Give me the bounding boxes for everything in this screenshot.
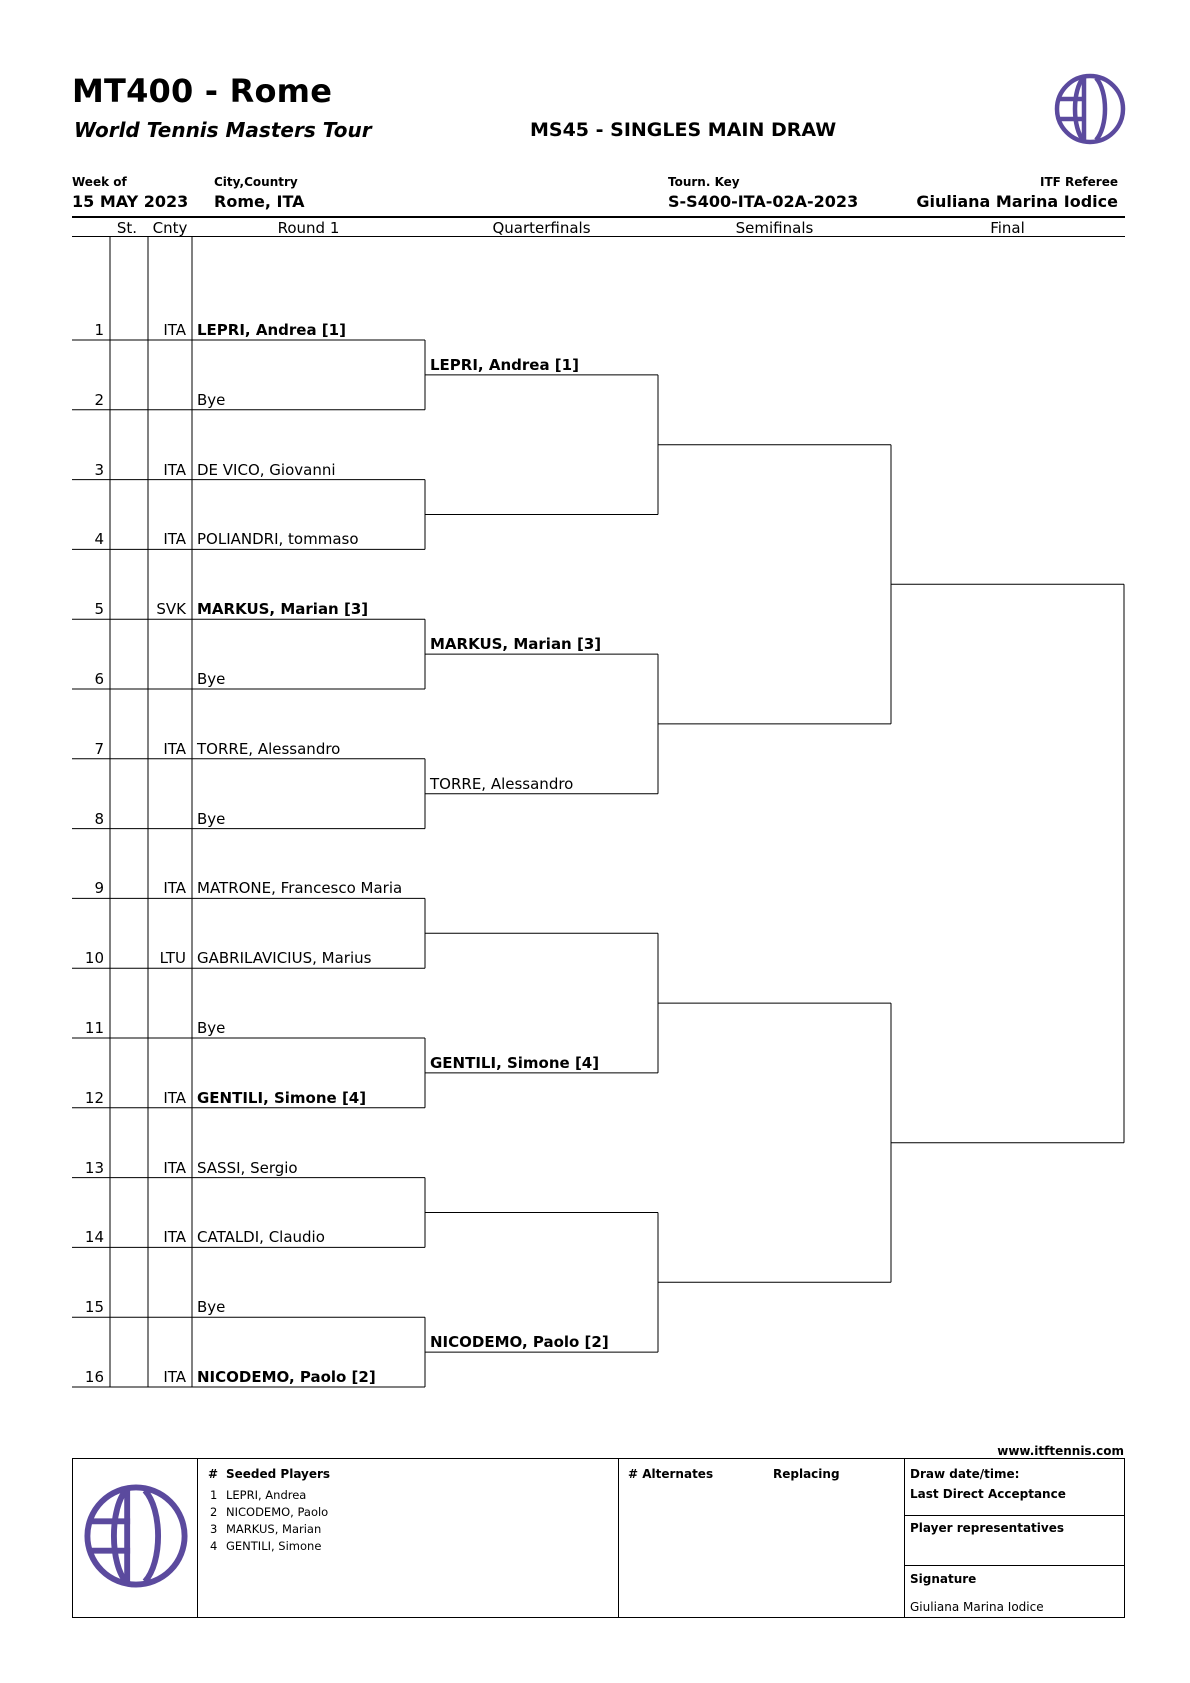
col-cnty: Cnty (152, 219, 188, 237)
entry-country: ITA (163, 321, 186, 339)
entry-country: ITA (163, 1158, 186, 1177)
seeded-number: 2 (210, 1505, 218, 1519)
entry-player-name: MATRONE, Francesco Maria (197, 879, 403, 898)
quarterfinal-player-name: GENTILI, Simone [4] (430, 1053, 600, 1072)
tour-subtitle: World Tennis Masters Tour (74, 118, 372, 142)
entry-country: ITA (163, 1228, 186, 1247)
itf-logo-icon (1054, 73, 1126, 145)
entry-player-name: TORRE, Alessandro (197, 739, 341, 758)
footer-divider-3 (904, 1459, 905, 1617)
header-rule (72, 216, 1125, 218)
entry-number: 11 (84, 1019, 104, 1037)
entry-player-name: CATALDI, Claudio (197, 1228, 325, 1247)
footer-box: # Seeded Players 1 LEPRI, Andrea 2 NICODEMO… (72, 1458, 1125, 1618)
col-semifinals: Semifinals (735, 219, 814, 237)
entry-player-name: GENTILI, Simone [4] (197, 1088, 367, 1107)
entry-country: SVK (156, 600, 186, 619)
seeded-number: 3 (210, 1522, 218, 1536)
referee-label: ITF Referee (1040, 175, 1118, 189)
seeded-title: Seeded Players (226, 1467, 331, 1481)
entry-country: ITA (163, 1368, 186, 1386)
entry-player-name: LEPRI, Andrea [1] (197, 321, 346, 339)
last-da-label: Last Direct Acceptance (910, 1487, 1066, 1501)
entry-number: 6 (94, 670, 104, 688)
seeded-player-name: NICODEMO, Paolo (226, 1505, 329, 1519)
referee-value: Giuliana Marina Iodice (916, 192, 1118, 211)
entry-number: 1 (94, 321, 104, 339)
entry-number: 14 (84, 1228, 104, 1247)
footer-divider-2 (618, 1459, 619, 1617)
seeded-number: 1 (210, 1488, 218, 1502)
entry-number: 2 (94, 390, 104, 409)
entry-player-name: Bye (197, 390, 226, 409)
tourn-key-value: S-S400-ITA-02A-2023 (668, 192, 859, 211)
page-title: MT400 - Rome (72, 72, 333, 110)
column-header-rule (72, 236, 1125, 237)
entry-number: 8 (94, 809, 104, 828)
entry-number: 10 (84, 949, 104, 968)
quarterfinal-player-name: NICODEMO, Paolo [2] (430, 1333, 609, 1352)
entry-number: 9 (94, 879, 104, 898)
footer-rule-b (904, 1565, 1124, 1566)
entry-player-name: POLIANDRI, tommaso (197, 530, 359, 549)
entry-country: ITA (163, 460, 186, 479)
entry-number: 5 (94, 600, 104, 619)
col-quarterfinals: Quarterfinals (492, 219, 591, 237)
entry-number: 12 (84, 1088, 104, 1107)
seeded-player-name: GENTILI, Simone (226, 1539, 322, 1553)
col-st: St. (116, 219, 138, 237)
entry-number: 13 (84, 1158, 104, 1177)
player-reps-label: Player representatives (910, 1521, 1065, 1535)
alternates-title: # Alternates (628, 1467, 714, 1481)
col-final: Final (990, 219, 1025, 237)
tourn-key-label: Tourn. Key (668, 175, 740, 189)
itf-url: www.itftennis.com (997, 1444, 1124, 1458)
week-value: 15 MAY 2023 (72, 192, 189, 211)
entry-player-name: Bye (197, 1019, 226, 1037)
seeded-player-name: LEPRI, Andrea (226, 1488, 307, 1502)
seeded-player-name: MARKUS, Marian (226, 1522, 322, 1536)
city-value: Rome, ITA (214, 192, 305, 211)
entry-player-name: SASSI, Sergio (197, 1158, 298, 1177)
entry-player-name: NICODEMO, Paolo [2] (197, 1368, 376, 1386)
draw-date-label: Draw date/time: (910, 1467, 1020, 1481)
entry-country: ITA (163, 739, 186, 758)
entry-number: 7 (94, 739, 104, 758)
entry-number: 15 (84, 1298, 104, 1317)
entry-player-name: Bye (197, 670, 226, 688)
quarterfinal-player-name: MARKUS, Marian [3] (430, 635, 602, 654)
quarterfinal-player-name: LEPRI, Andrea [1] (430, 355, 579, 374)
week-label: Week of (72, 175, 127, 189)
entry-number: 3 (94, 460, 104, 479)
footer-divider-1 (197, 1459, 198, 1617)
draw-title: MS45 - SINGLES MAIN DRAW (530, 119, 837, 141)
entry-number: 16 (84, 1368, 104, 1386)
quarterfinal-player-name: TORRE, Alessandro (430, 774, 574, 793)
seeded-hash: # (208, 1467, 219, 1481)
footer-rule-a (904, 1515, 1124, 1516)
entry-player-name: GABRILAVICIUS, Marius (197, 949, 372, 968)
entry-country: ITA (163, 1088, 186, 1107)
seeded-number: 4 (210, 1539, 218, 1553)
replacing-title: Replacing (773, 1467, 840, 1481)
entry-player-name: MARKUS, Marian [3] (197, 600, 369, 619)
signature-label: Signature (910, 1572, 977, 1586)
entry-country: ITA (163, 530, 186, 549)
entry-player-name: DE VICO, Giovanni (197, 460, 336, 479)
city-label: City,Country (214, 175, 298, 189)
col-round1: Round 1 (277, 219, 340, 237)
footer-itf-logo-icon (84, 1484, 188, 1588)
entry-country: LTU (159, 949, 186, 968)
entry-player-name: Bye (197, 1298, 226, 1317)
entry-player-name: Bye (197, 809, 226, 828)
entry-number: 4 (94, 530, 104, 549)
signature-name: Giuliana Marina Iodice (910, 1600, 1044, 1614)
entry-country: ITA (163, 879, 186, 898)
